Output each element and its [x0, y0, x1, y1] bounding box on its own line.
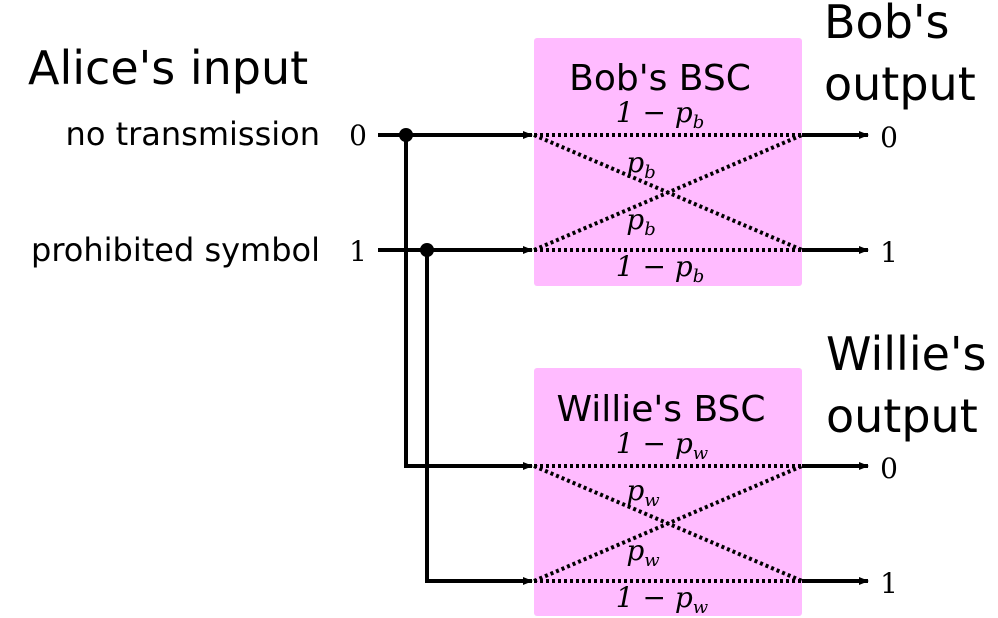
junction-dot-1 — [420, 243, 434, 257]
willie-output-title-line1: Willie's — [826, 327, 987, 381]
row1-label: prohibited symbol — [31, 231, 320, 269]
row0-label: no transmission — [66, 115, 320, 153]
bob-output-title-line2: output — [824, 57, 976, 111]
bob-bsc-title: Bob's BSC — [569, 58, 751, 99]
bob-bsc-box — [534, 38, 802, 286]
willie-bsc-title: Willie's BSC — [556, 389, 765, 430]
bob-prob-cross-lower: pb — [626, 203, 655, 240]
bob-prob-top: 1 − pb — [616, 96, 705, 133]
bob-prob-cross-upper: pb — [626, 146, 655, 183]
branch-wire-1 — [425, 250, 533, 585]
willie-output-symbol-1: 1 — [880, 567, 898, 600]
willie-prob-cross-lower: pw — [626, 534, 660, 571]
bob-output-symbol-1: 1 — [880, 236, 898, 269]
willie-output-title-line2: output — [826, 389, 978, 443]
alice-input-title: Alice's input — [28, 41, 308, 95]
willie-prob-top: 1 − pw — [616, 427, 709, 464]
willie-transition-10 — [533, 464, 803, 583]
bob-transition-10 — [533, 133, 803, 252]
input-symbol-1: 1 — [349, 235, 367, 268]
willie-prob-bottom: 1 − pw — [616, 581, 709, 618]
branch-wire-0 — [404, 135, 533, 470]
junction-dot-0 — [399, 128, 413, 142]
bob-output-title-line1: Bob's — [824, 0, 950, 49]
bob-output-symbol-0: 0 — [880, 121, 898, 154]
willie-prob-cross-upper: pw — [626, 474, 660, 511]
input-symbol-0: 0 — [349, 119, 367, 152]
willie-output-symbol-0: 0 — [880, 452, 898, 485]
bob-prob-bottom: 1 − pb — [616, 250, 705, 287]
